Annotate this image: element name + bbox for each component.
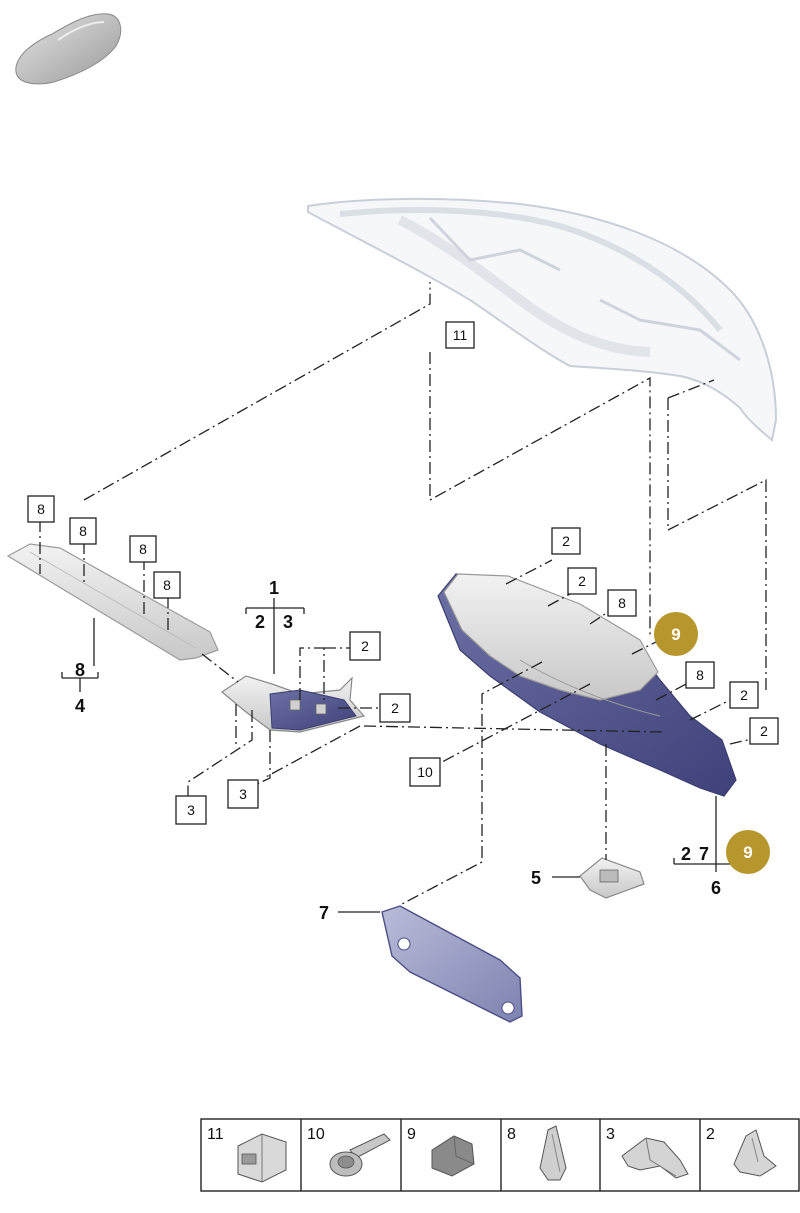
svg-text:8: 8 [139,541,147,557]
svg-text:10: 10 [417,764,433,780]
part-label-4: 4 [75,696,85,716]
rubber-buffer-icon [431,1135,475,1177]
part-label-5: 5 [531,868,541,888]
callout-3-a: 3 [175,795,207,825]
callout-2-d: 2 [379,693,411,723]
svg-text:2: 2 [391,700,399,716]
callout-2-e: 2 [729,681,759,709]
callout-8-b: 8 [69,517,97,545]
svg-text:8: 8 [696,667,704,683]
callout-8-e: 8 [607,589,637,617]
svg-text:2: 2 [740,687,748,703]
part-label-1-sub-2: 2 [255,612,265,632]
svg-text:8: 8 [163,577,171,593]
svg-text:2: 2 [706,1126,715,1143]
legend-cell-3: 3 [606,1126,689,1179]
svg-text:2: 2 [760,723,768,739]
svg-text:3: 3 [606,1126,615,1143]
callout-3-b: 3 [227,779,259,809]
callout-8-d: 8 [153,571,181,599]
part-label-4-sub-8: 8 [75,660,85,680]
callout-2-b: 2 [567,567,597,595]
svg-text:3: 3 [187,802,195,818]
spring-clip-icon [621,1137,689,1179]
svg-text:9: 9 [671,625,680,644]
callout-2-f: 2 [749,717,779,745]
svg-text:2: 2 [361,638,369,654]
parts-legend-table: 11 10 9 8 [200,1118,800,1192]
legend-cell-8: 8 [507,1125,567,1181]
svg-text:8: 8 [37,501,45,517]
svg-text:11: 11 [453,327,468,343]
svg-text:10: 10 [307,1126,325,1143]
svg-text:8: 8 [507,1126,516,1143]
legend-cell-10: 10 [307,1126,391,1177]
svg-text:11: 11 [207,1126,224,1143]
svg-text:9: 9 [407,1126,416,1143]
car-thumbnail-icon [15,13,122,85]
part-label-7: 7 [319,903,329,923]
badge-9-lower: 9 [726,830,770,874]
svg-text:8: 8 [79,523,87,539]
badge-9-upper: 9 [654,612,698,656]
part-label-1: 1 [269,578,279,598]
callout-2-a: 2 [551,527,581,555]
callout-8-c: 8 [129,535,157,563]
part-label-6-sub-7: 7 [699,844,709,864]
callout-2-c: 2 [349,631,381,661]
trim-clip-icon [539,1125,567,1181]
callout-10: 10 [409,757,441,787]
small-bracket [579,857,645,899]
retaining-clip-icon [733,1129,777,1177]
svg-text:9: 9 [743,843,752,862]
callout-8-a: 8 [27,495,55,523]
svg-text:2: 2 [562,533,570,549]
callout-11-top: 11 [445,321,475,349]
part-label-1-sub-3: 3 [283,612,293,632]
center-bracket [220,675,366,733]
left-trim-strip [6,543,219,661]
leader-lines [39,282,767,905]
part-label-6-sub-2: 2 [681,844,691,864]
legend-cell-11: 11 [207,1126,287,1183]
callout-8-f: 8 [685,661,715,689]
trunk-lid-illustration [307,197,778,442]
screw-icon [329,1133,391,1177]
legend-cell-2: 2 [706,1126,777,1177]
svg-text:2: 2 [578,573,586,589]
legend-cell-9: 9 [407,1126,475,1177]
clip-nut-icon [237,1133,287,1183]
svg-text:3: 3 [239,786,247,802]
svg-text:8: 8 [618,595,626,611]
lower-cover-panel [381,905,523,1023]
part-label-6: 6 [711,878,721,898]
